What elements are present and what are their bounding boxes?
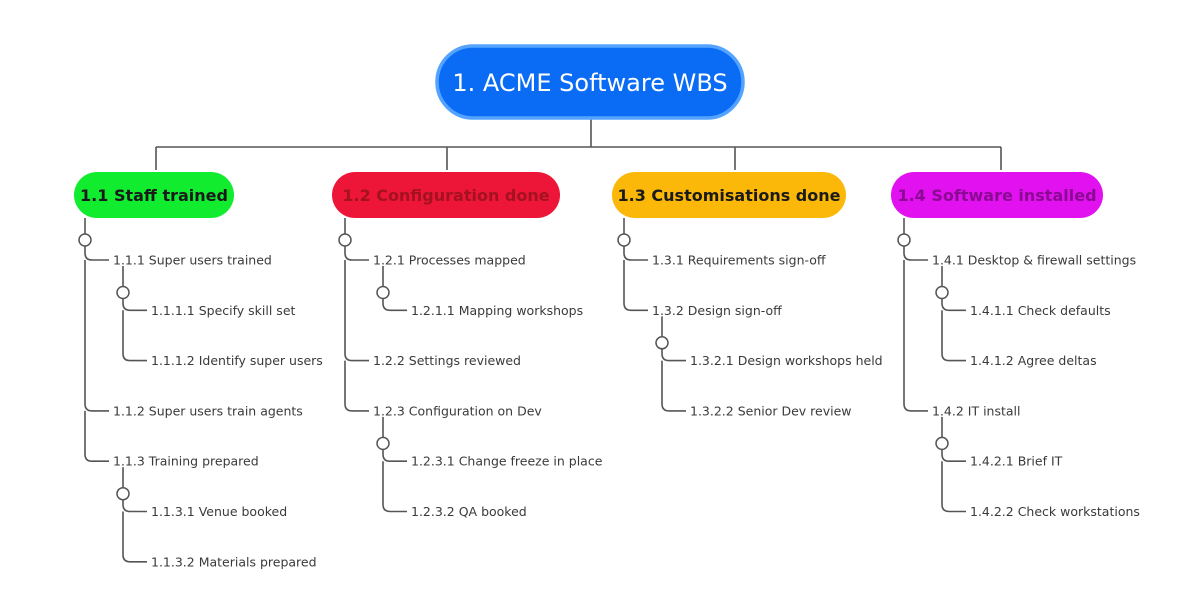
item-2-2[interactable]: 1.2.2 Settings reviewed: [373, 353, 521, 368]
category-label-1-3: 1.3 Customisations done: [618, 186, 841, 205]
connector-1-1-2: [122, 310, 147, 362]
category-node-1-3[interactable]: 1.3 Customisations done: [612, 172, 846, 218]
collapse-toggle-2-1[interactable]: [376, 285, 390, 300]
item-1-1-1[interactable]: 1.1.1.1 Specify skill set: [151, 303, 296, 318]
category-label-1-2: 1.2 Configuration done: [342, 186, 549, 205]
collapse-toggle-4-1[interactable]: [935, 285, 949, 300]
connector-2-1-1: [382, 298, 407, 312]
connector-4-1-2: [941, 310, 966, 362]
item-1-2[interactable]: 1.1.2 Super users train agents: [113, 403, 303, 418]
collapse-toggle-2-3[interactable]: [376, 436, 390, 451]
connector-4-2-1: [941, 449, 966, 462]
root-node-label: 1. ACME Software WBS: [452, 69, 727, 97]
connector-2-3: [344, 360, 369, 412]
item-1-3-2[interactable]: 1.1.3.2 Materials prepared: [151, 554, 317, 569]
category-box-1-2: [332, 172, 560, 218]
connector-4-1-1: [941, 298, 966, 312]
connector-2-3-1: [382, 449, 407, 462]
item-2-1-1[interactable]: 1.2.1.1 Mapping workshops: [411, 303, 583, 318]
connector-2-1: [344, 246, 369, 261]
connector-2-3-2: [382, 461, 407, 513]
category-box-1-1: [74, 172, 234, 218]
item-4-2-2[interactable]: 1.4.2.2 Check workstations: [970, 504, 1140, 519]
connector-1-1: [84, 246, 109, 261]
item-2-3[interactable]: 1.2.3 Configuration on Dev: [373, 403, 542, 418]
item-4-1[interactable]: 1.4.1 Desktop & firewall settings: [932, 253, 1136, 268]
item-4-1-1[interactable]: 1.4.1.1 Check defaults: [970, 303, 1111, 318]
item-1-1[interactable]: 1.1.1 Super users trained: [113, 253, 272, 268]
connector-3-2: [623, 260, 648, 312]
connector-1-1-1: [122, 298, 147, 312]
item-4-2[interactable]: 1.4.2 IT install: [932, 403, 1021, 418]
connector-3-2-2: [661, 360, 686, 412]
collapse-toggle-1-2[interactable]: [338, 233, 352, 247]
item-4-2-1[interactable]: 1.4.2.1 Brief IT: [970, 454, 1063, 469]
collapse-toggle-3-2[interactable]: [655, 336, 669, 350]
root-connectors: [155, 118, 1002, 170]
collapse-toggle-1-1[interactable]: [116, 285, 130, 300]
category-node-1-1[interactable]: 1.1 Staff trained: [74, 172, 234, 218]
category-box-1-3: [612, 172, 846, 218]
connector-1-2: [84, 260, 109, 412]
connector-3-2-1: [661, 348, 686, 362]
category-box-1-4: [891, 172, 1103, 218]
branch-layer: 1.1.1 Super users trained 1.1.1.1 Specify…: [78, 218, 1140, 569]
connector-1-3-1: [122, 499, 147, 513]
item-3-2-1[interactable]: 1.3.2.1 Design workshops held: [690, 353, 883, 368]
root-node-box: [435, 44, 745, 120]
item-1-3-1[interactable]: 1.1.3.1 Venue booked: [151, 504, 287, 519]
collapse-toggle-4-2[interactable]: [935, 436, 949, 451]
connector-3-1: [623, 246, 648, 261]
item-3-1[interactable]: 1.3.1 Requirements sign-off: [652, 253, 826, 268]
collapse-toggle-1-4[interactable]: [897, 233, 911, 247]
connector-2-2: [344, 260, 369, 362]
category-node-1-4[interactable]: 1.4 Software installed: [891, 172, 1103, 218]
category-label-1-4: 1.4 Software installed: [897, 186, 1096, 205]
item-4-1-2[interactable]: 1.4.1.2 Agree deltas: [970, 353, 1097, 368]
root-node[interactable]: 1. ACME Software WBS: [435, 44, 745, 120]
collapse-toggle-1-3[interactable]: [617, 233, 631, 247]
category-node-1-2[interactable]: 1.2 Configuration done: [332, 172, 560, 218]
item-2-1[interactable]: 1.2.1 Processes mapped: [373, 253, 526, 268]
connector-4-1: [903, 246, 928, 261]
item-1-3[interactable]: 1.1.3 Training prepared: [113, 454, 259, 469]
connector-4-2: [903, 260, 928, 412]
connector-1-3: [84, 410, 109, 462]
connector-1-3-2: [122, 511, 147, 563]
category-label-1-1: 1.1 Staff trained: [80, 186, 228, 205]
connector-4-2-2: [941, 461, 966, 513]
item-3-2[interactable]: 1.3.2 Design sign-off: [652, 303, 782, 318]
collapse-toggle-1-3[interactable]: [116, 486, 130, 501]
collapse-toggle-1-1[interactable]: [78, 233, 92, 247]
item-1-1-2[interactable]: 1.1.1.2 Identify super users: [151, 353, 323, 368]
item-2-3-2[interactable]: 1.2.3.2 QA booked: [411, 504, 527, 519]
item-2-3-1[interactable]: 1.2.3.1 Change freeze in place: [411, 454, 603, 469]
item-3-2-2[interactable]: 1.3.2.2 Senior Dev review: [690, 403, 852, 418]
